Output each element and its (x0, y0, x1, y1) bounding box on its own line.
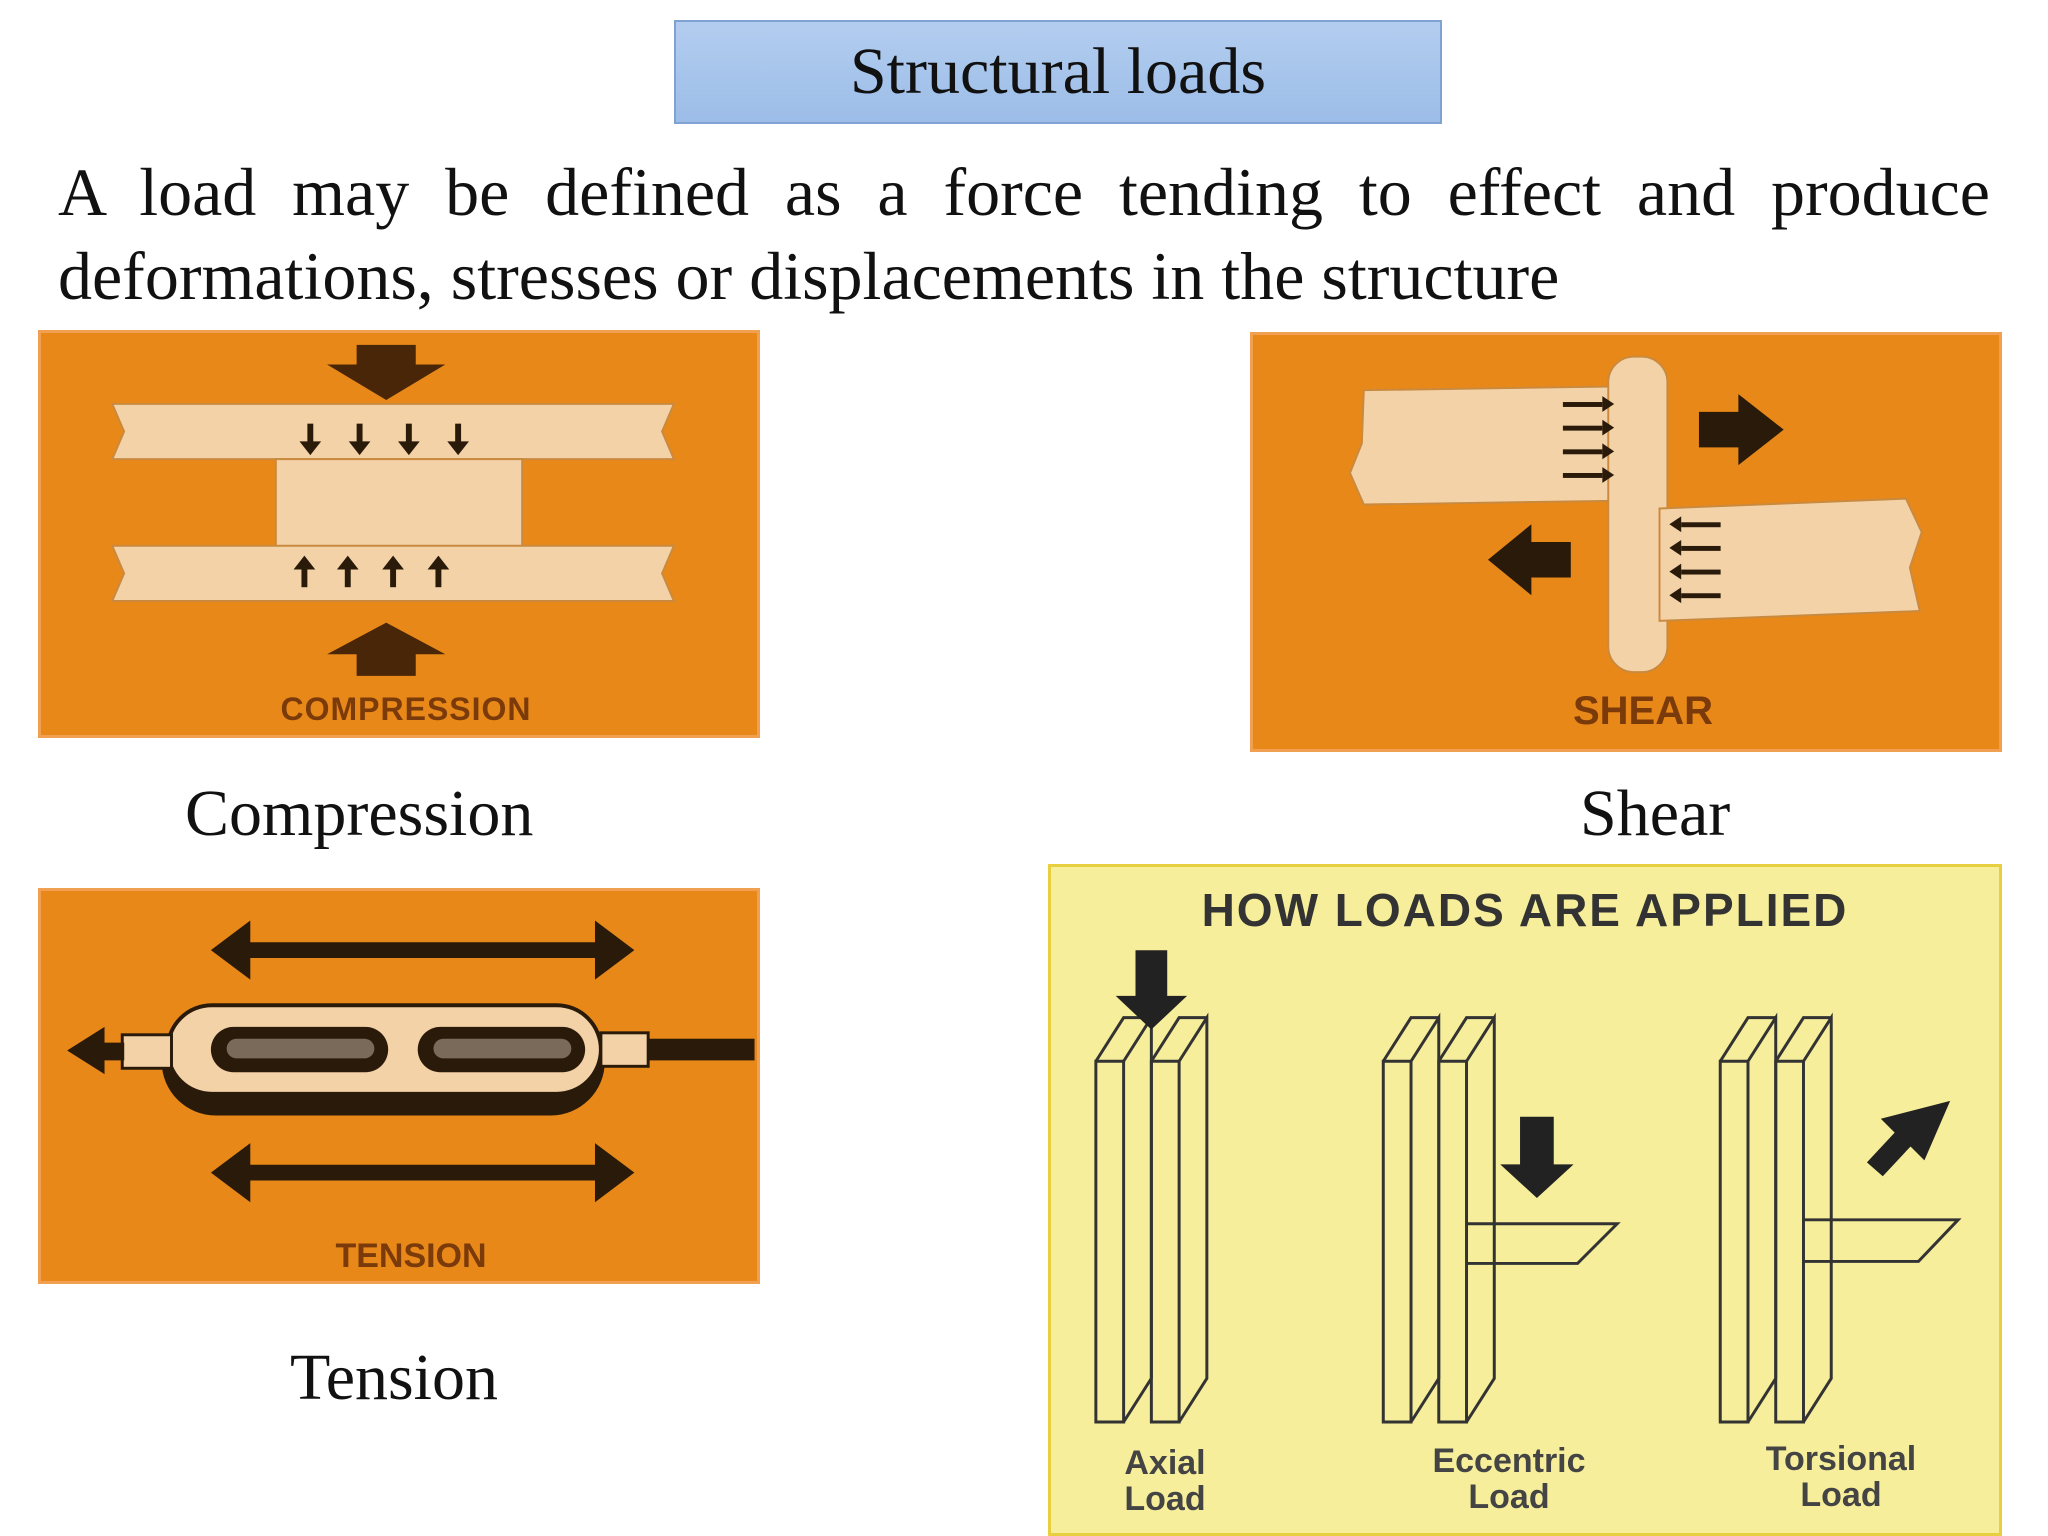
shear-figure-label: SHEAR (1572, 689, 1714, 733)
tension-caption: Tension (290, 1341, 499, 1414)
slide-title: Structural loads (674, 20, 1442, 124)
compression-figure: COMPRESSION (38, 330, 760, 738)
axial-load-label: Axial Load (1105, 1445, 1225, 1517)
shear-caption: Shear (1580, 777, 1731, 850)
intro-text: A load may be defined as a force tending… (58, 154, 1990, 314)
compression-figure-label: COMPRESSION (280, 691, 532, 727)
eccentric-load-label-line2: Load (1468, 1478, 1550, 1516)
shear-diagram (1348, 355, 1923, 674)
shear-figure: SHEAR (1250, 332, 2002, 752)
loads-applied-figure: HOW LOADS ARE APPLIED (1048, 864, 2002, 1536)
loads-applied-diagram (1094, 950, 1962, 1424)
eccentric-load-label-line1: Eccentric (1432, 1442, 1586, 1480)
tension-figure-label: TENSION (335, 1237, 487, 1275)
torsional-load-label: Torsional Load (1741, 1441, 1941, 1513)
tension-figure: TENSION (38, 888, 760, 1284)
compression-caption: Compression (185, 777, 534, 850)
axial-load-label-line1: Axial (1124, 1444, 1206, 1482)
tension-diagram (67, 920, 755, 1203)
loads-applied-heading: HOW LOADS ARE APPLIED (1201, 884, 1849, 936)
compression-diagram (110, 344, 676, 676)
eccentric-load-label: Eccentric Load (1409, 1443, 1609, 1515)
axial-load-label-line2: Load (1124, 1480, 1206, 1518)
torsional-load-label-line1: Torsional (1765, 1440, 1917, 1478)
torsional-load-label-line2: Load (1800, 1476, 1882, 1514)
